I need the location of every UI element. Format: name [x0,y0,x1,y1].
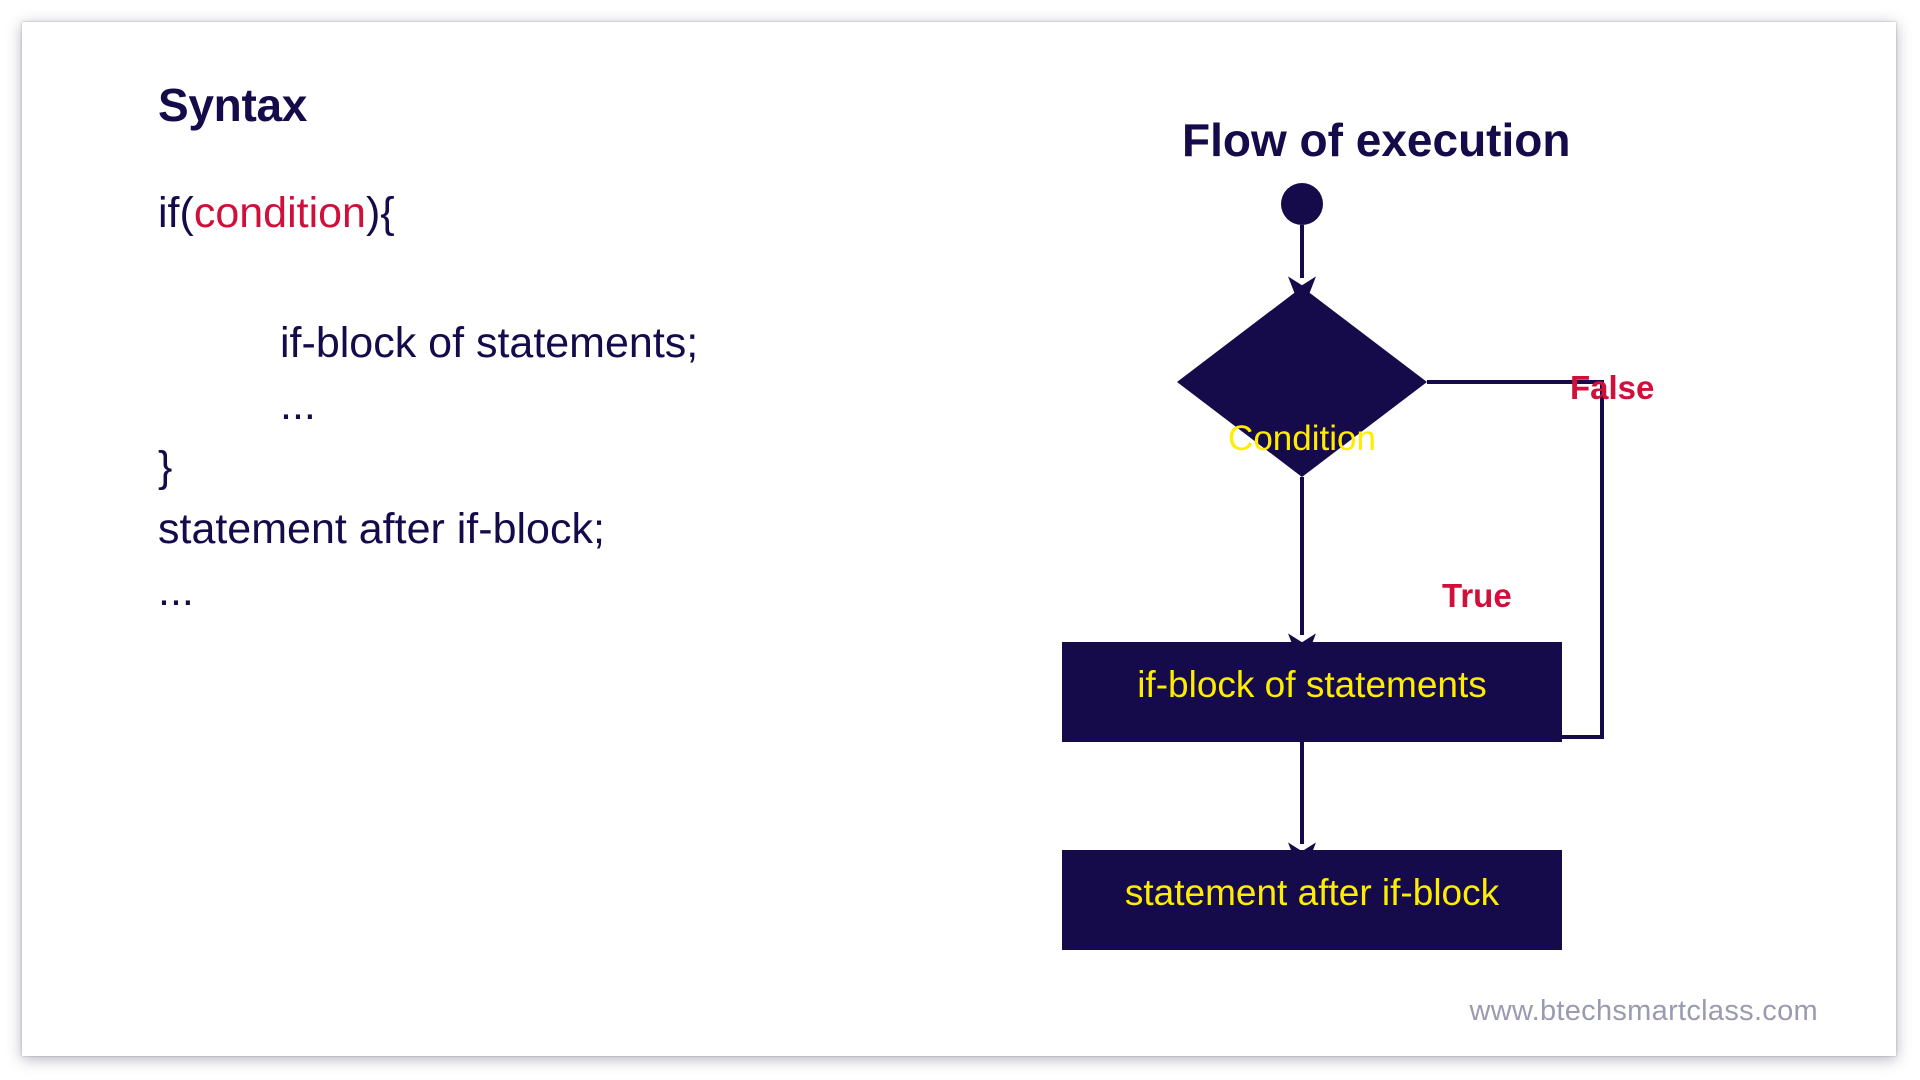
code-line-blank [158,254,978,322]
code-line-ifblock: if-block of statements; [280,319,699,367]
syntax-panel: Syntax if(condition){ if-block of statem… [158,82,978,632]
code-if-brace: ){ [365,189,395,237]
code-if-keyword: if( [158,189,194,237]
code-line-if: if(condition){ [158,192,978,254]
branch-label-true: True [1442,577,1512,614]
code-line-ellipsis-outer: ... [158,567,194,615]
after-label: statement after if-block [1124,872,1500,913]
after-process-box [1062,850,1562,950]
slide-card: Syntax if(condition){ if-block of statem… [22,22,1896,1056]
condition-label: Condition [1228,419,1376,458]
syntax-code-block: if(condition){ if-block of statements; .… [158,192,978,632]
flowchart-title: Flow of execution [1182,114,1571,166]
code-line-ellipsis-inner: ... [280,381,316,429]
start-dot-icon [1281,183,1323,225]
watermark-text: www.btechsmartclass.com [1469,995,1818,1027]
ifblock-label: if-block of statements [1137,664,1487,705]
flowchart-canvas [1062,183,1604,950]
condition-diamond [1177,287,1427,477]
flowchart-panel: Flow of execution Con [1042,82,1842,1022]
code-line-close-brace: } [158,443,173,491]
ifblock-process-box [1062,642,1562,742]
syntax-title: Syntax [158,79,308,131]
code-line-statement-after: statement after if-block; [158,505,605,553]
branch-label-false: False [1570,369,1655,406]
code-condition-token: condition [193,189,366,237]
